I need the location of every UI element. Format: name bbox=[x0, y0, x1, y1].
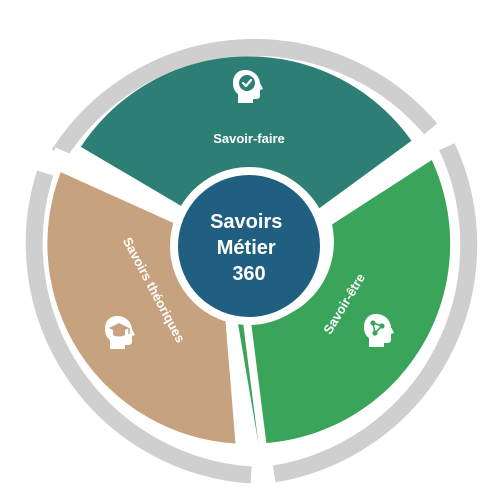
center-title-line-1: Savoirs bbox=[210, 211, 282, 233]
center-circle[interactable] bbox=[178, 175, 320, 317]
outer-ring-arc-left bbox=[25, 170, 252, 484]
separator-bottom bbox=[242, 313, 270, 473]
center-title-line-2: Métier bbox=[217, 237, 276, 259]
head-graduation-cap-icon bbox=[105, 316, 135, 349]
segment-savoir-etre[interactable] bbox=[237, 160, 451, 444]
outer-ring-arc-top bbox=[51, 38, 438, 159]
head-checkmark-icon bbox=[233, 70, 263, 103]
segment-savoir-faire[interactable] bbox=[80, 56, 412, 209]
separators bbox=[52, 126, 440, 473]
center-title: Savoirs Métier 360 bbox=[210, 211, 288, 285]
head-network-icon bbox=[364, 314, 394, 347]
center-title-line-3: 360 bbox=[232, 263, 265, 285]
outer-ring bbox=[25, 38, 478, 484]
outer-ring-arc-right bbox=[272, 143, 478, 483]
segment-label-savoir-faire: Savoir-faire bbox=[213, 131, 285, 146]
separator-top-left bbox=[52, 147, 172, 208]
separator-top-right bbox=[322, 126, 440, 218]
segment-savoirs-theoriques[interactable] bbox=[47, 172, 236, 444]
